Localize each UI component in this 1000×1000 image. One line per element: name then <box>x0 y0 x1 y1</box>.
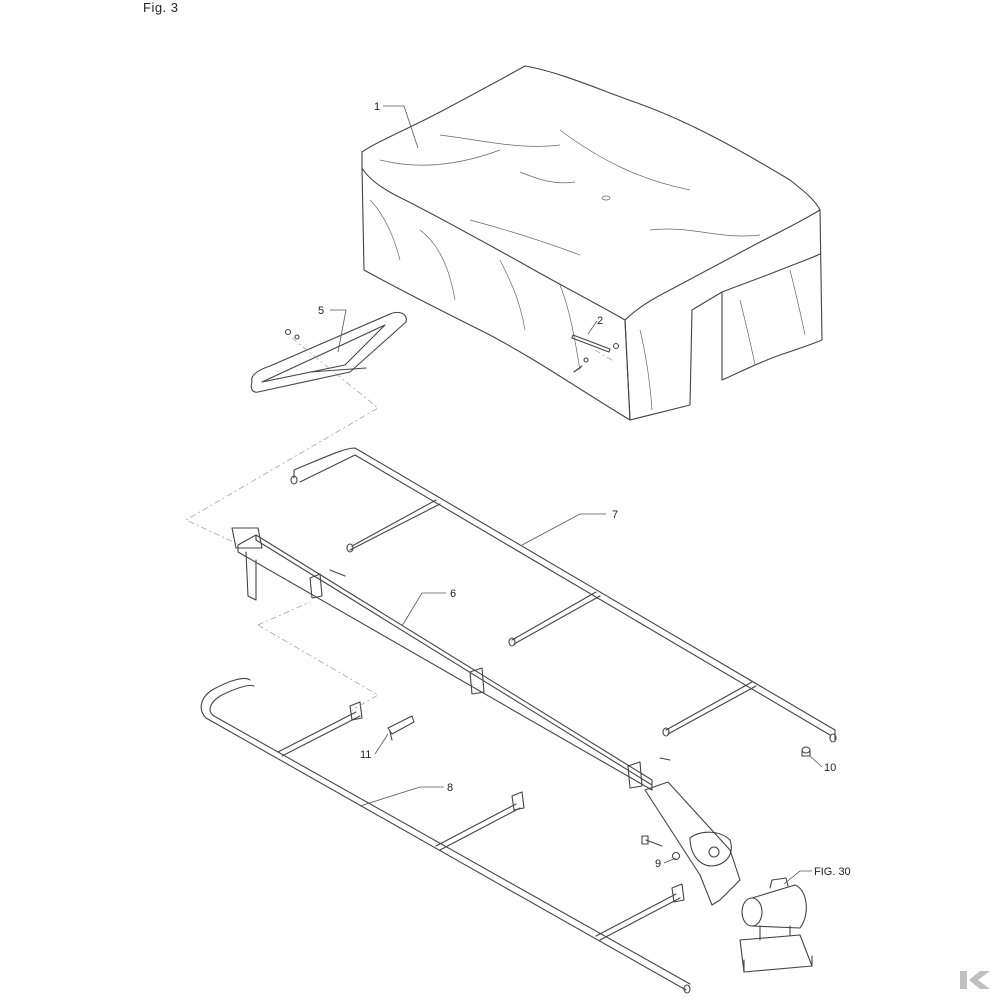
callout-9: 9 <box>655 858 661 870</box>
figure-title: Fig. 3 <box>143 0 179 15</box>
ladder-frame-lower <box>200 677 691 994</box>
callout-10: 10 <box>824 762 836 774</box>
callout-6: 6 <box>450 588 456 600</box>
bolt-nut <box>641 835 681 861</box>
callout-11: 11 <box>360 749 371 761</box>
callout-1: 1 <box>374 101 380 113</box>
gearbox <box>739 877 813 973</box>
callout-2: 2 <box>597 315 603 327</box>
triangle-bracket <box>250 311 407 393</box>
leader-lines <box>330 105 823 885</box>
main-beam <box>231 527 741 906</box>
mounting-bar <box>571 334 620 373</box>
brand-k-logo-icon <box>960 971 990 989</box>
ladder-frame-upper <box>290 447 837 743</box>
callout-8: 8 <box>447 782 453 794</box>
small-plate <box>387 715 415 741</box>
end-plug <box>801 746 811 757</box>
cover-tarp <box>361 65 823 421</box>
callout-7: 7 <box>612 509 618 521</box>
assembly-lines <box>185 337 616 711</box>
callout-fig-30: FIG. 30 <box>814 866 851 878</box>
callout-5: 5 <box>318 305 324 317</box>
